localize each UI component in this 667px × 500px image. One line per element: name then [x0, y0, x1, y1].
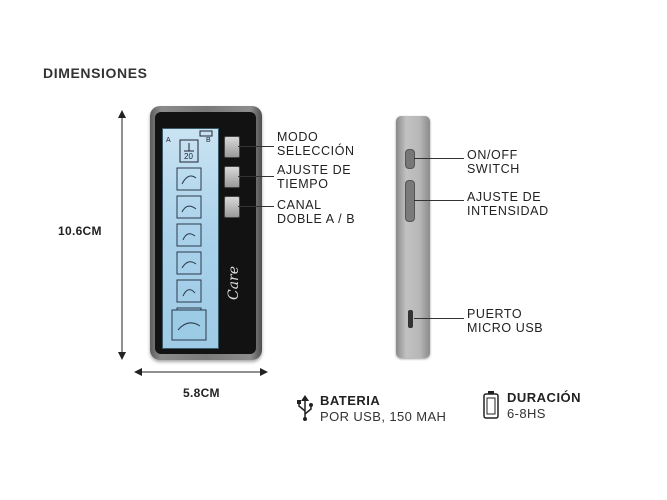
channel-b-label: B [206, 137, 211, 144]
width-dimension-arrow [134, 368, 268, 376]
program-1-icon [176, 167, 202, 191]
callout-leader [238, 206, 274, 207]
battery-icon [483, 391, 499, 419]
duration-title: DURACIÓN [507, 390, 582, 405]
program-7-icon [171, 309, 207, 341]
callout-leader [238, 146, 274, 147]
micro-usb-port [408, 310, 413, 328]
callout-leader [414, 200, 464, 201]
battery-detail: POR USB, 150 MAH [320, 409, 447, 424]
callout-leader [238, 176, 274, 177]
width-label: 5.8CM [183, 386, 220, 400]
channel-ab-button[interactable] [224, 196, 240, 218]
program-4-icon [176, 251, 202, 275]
lcd-screen-icons [171, 130, 213, 341]
on-off-switch[interactable] [405, 149, 415, 169]
usb-icon [297, 395, 313, 421]
height-label: 10.6CM [58, 224, 102, 238]
page-title: DIMENSIONES [43, 65, 148, 81]
lcd-battery-icon [199, 130, 213, 137]
program-5-icon [176, 279, 202, 303]
duration-detail: 6-8HS [507, 406, 546, 421]
channel-a-label: A [166, 137, 171, 144]
brand-logo: Care [226, 265, 242, 300]
time-adjust-button[interactable] [224, 166, 240, 188]
height-dimension-arrow [118, 110, 126, 360]
program-2-icon [176, 195, 202, 219]
callout-leader [414, 158, 464, 159]
hand-icon [181, 175, 197, 185]
intensity-slider[interactable] [405, 180, 415, 222]
lcd-timer-value: 20 [184, 152, 193, 161]
callout-leader [414, 318, 464, 319]
battery-title: BATERIA [320, 393, 381, 408]
lcd-timer-icon [179, 139, 199, 163]
mode-select-button[interactable] [224, 136, 240, 158]
program-3-icon [176, 223, 202, 247]
